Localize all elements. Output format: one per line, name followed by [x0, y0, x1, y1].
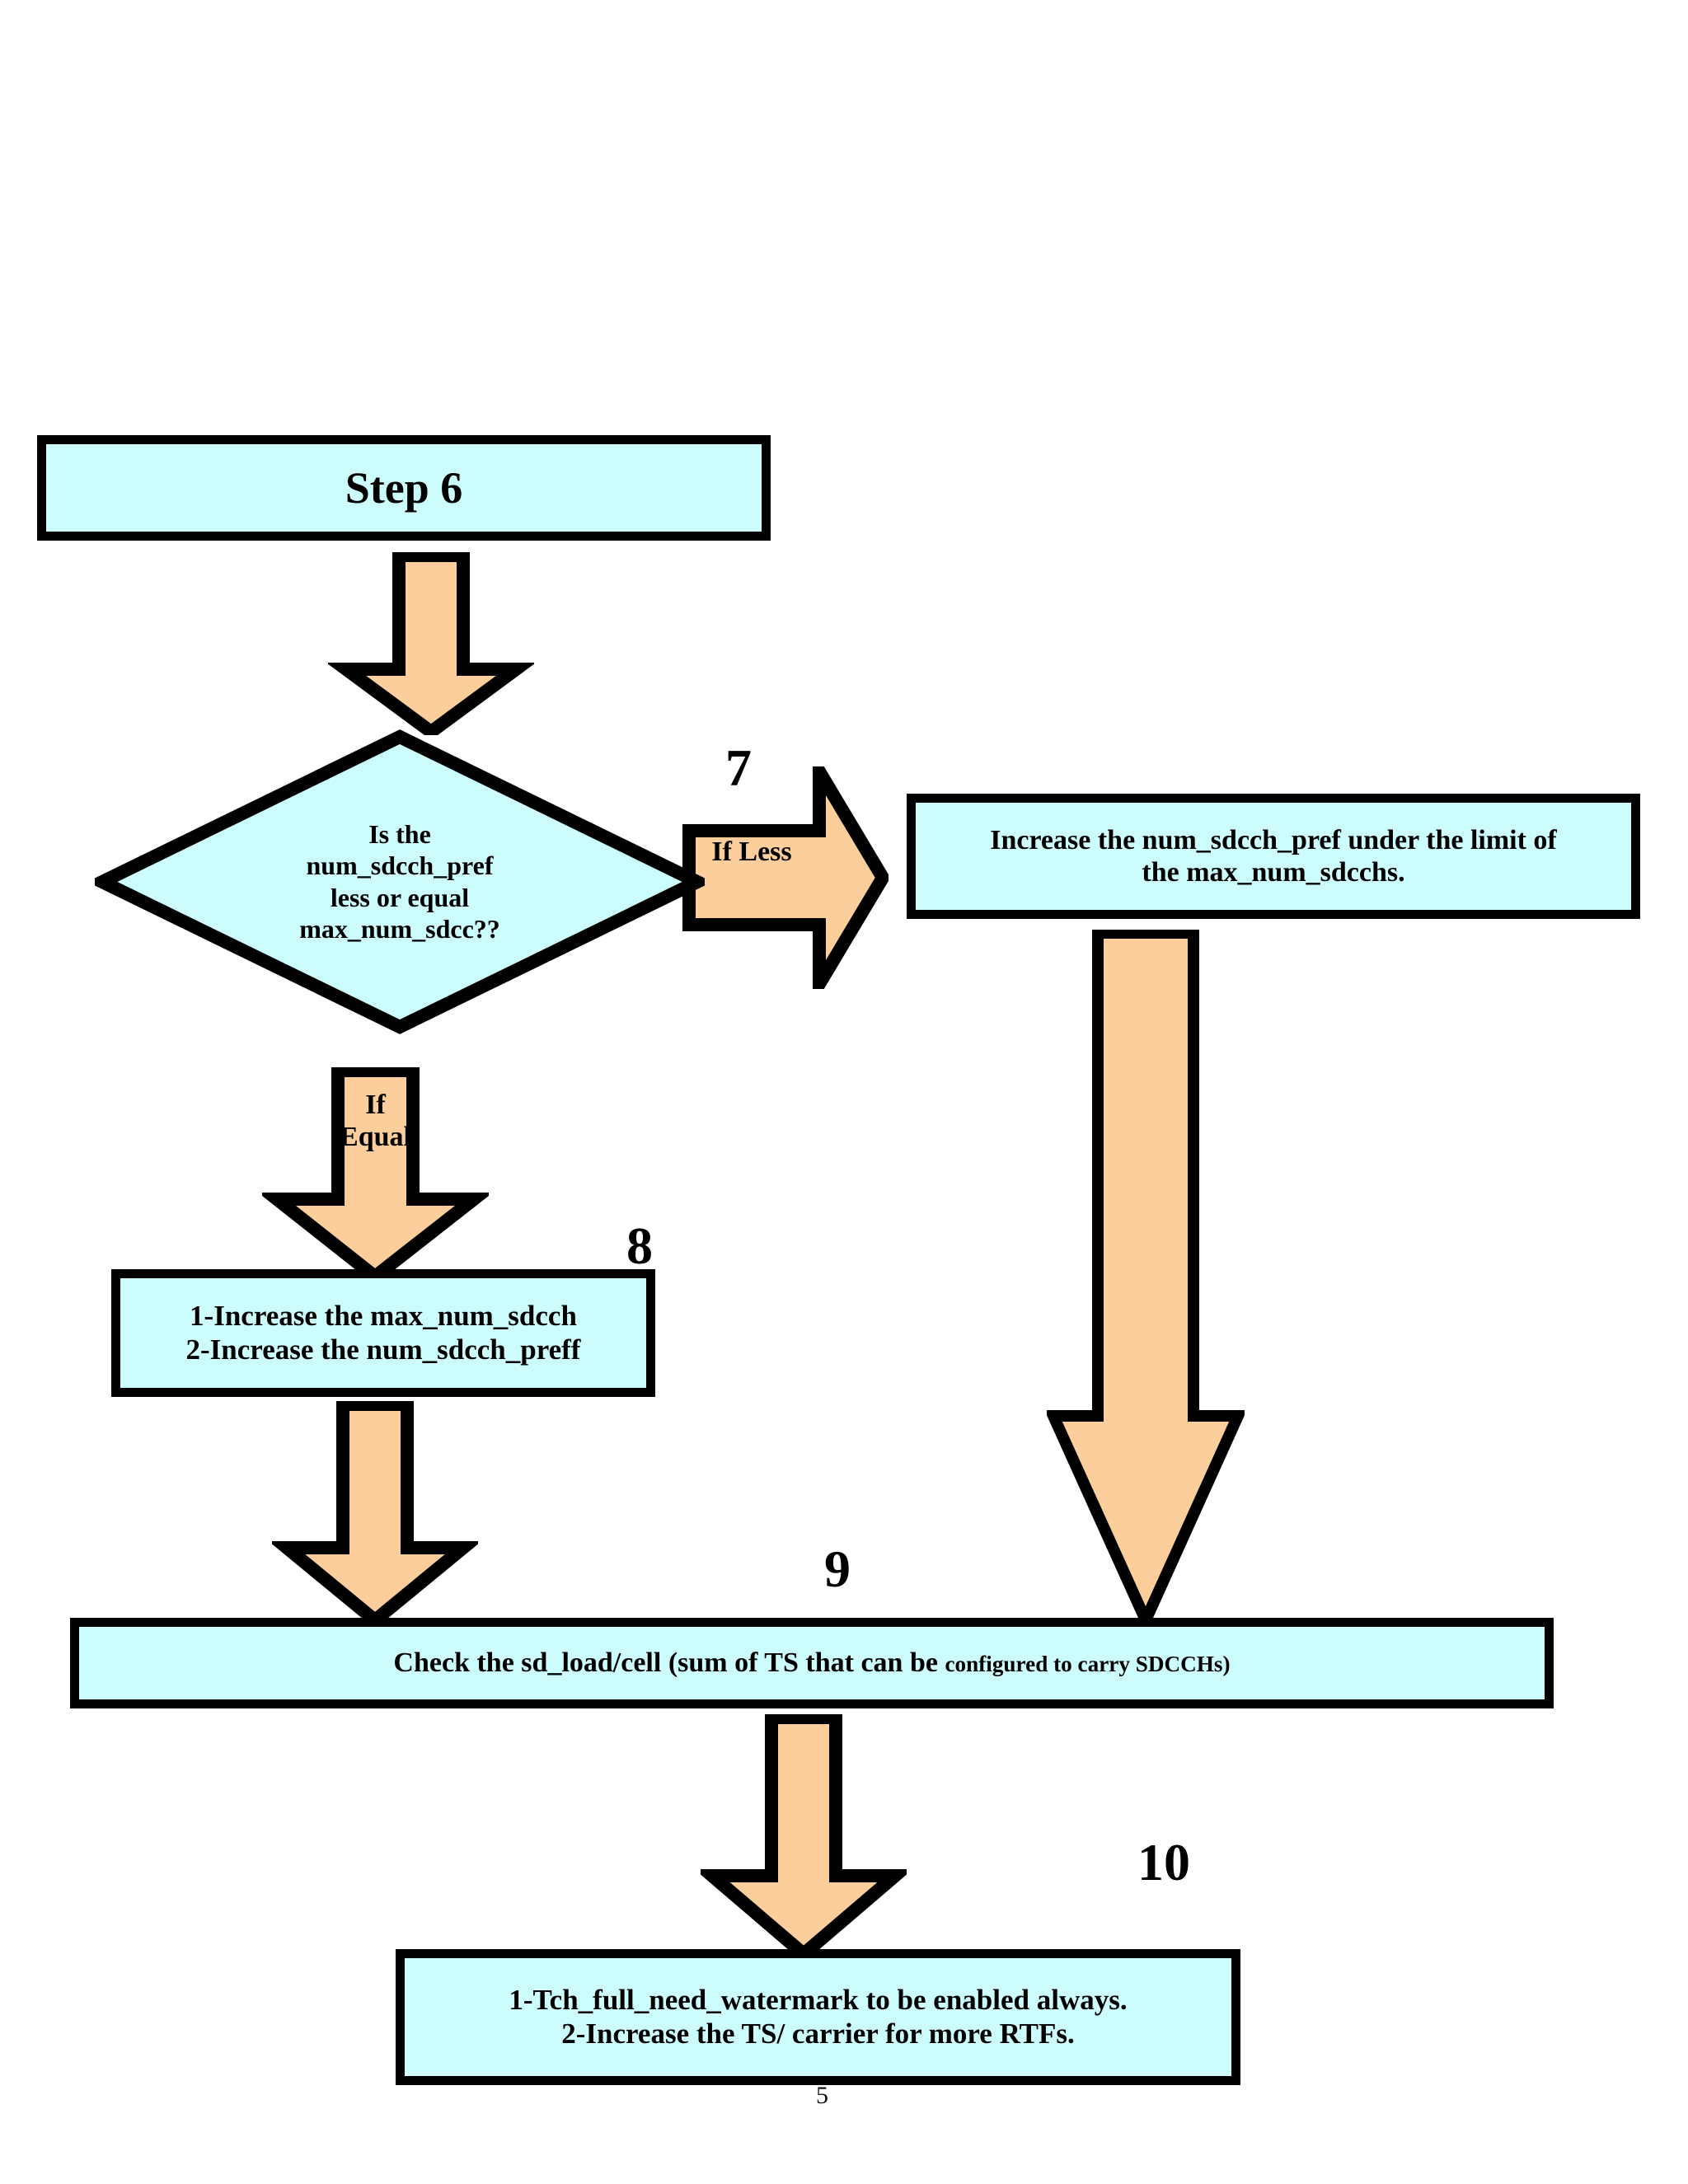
down-block-arrow-icon	[1047, 930, 1245, 1626]
node-step9[interactable]: Check the sd_load/cell (sum of TS that c…	[70, 1618, 1554, 1708]
node-step7[interactable]: Increase the num_sdcch_pref under the li…	[907, 794, 1640, 919]
node-step7-line-1: Increase the num_sdcch_pref under the li…	[990, 824, 1557, 855]
down-block-arrow-icon	[701, 1714, 907, 1957]
node-step8-label: 1-Increase the max_num_sdcch 2-Increase …	[120, 1300, 646, 1366]
connector-if-equal: If Equal	[262, 1067, 489, 1282]
connector-step7-to-step9	[1047, 930, 1245, 1626]
node-step10-line-2: 2-Increase the TS/ carrier for more RTFs…	[561, 2017, 1075, 2050]
step-number-7: 7	[725, 738, 752, 797]
node-decision[interactable]: Is the num_sdcch_pref less or equal max_…	[95, 729, 705, 1034]
connector-if-less: If Less	[682, 766, 889, 989]
right-block-arrow-icon	[682, 766, 889, 989]
node-step10-line-1: 1-Tch_full_need_watermark to be enabled …	[509, 1984, 1128, 2017]
down-block-arrow-icon	[262, 1067, 489, 1282]
node-step9-label: Check the sd_load/cell (sum of TS that c…	[79, 1647, 1545, 1679]
step-number-9: 9	[824, 1540, 851, 1598]
connector-step8-to-step9	[272, 1401, 478, 1624]
node-step9-text-large: Check the sd_load/cell (sum of TS that c…	[393, 1647, 945, 1679]
node-step8-line-2: 2-Increase the num_sdcch_preff	[185, 1333, 581, 1366]
node-step9-text-small: configured to carry SDCCHs)	[945, 1652, 1231, 1677]
page-number: 5	[816, 2082, 828, 2109]
node-step10[interactable]: 1-Tch_full_need_watermark to be enabled …	[396, 1949, 1240, 2085]
node-step8-line-1: 1-Increase the max_num_sdcch	[190, 1300, 577, 1333]
down-block-arrow-icon	[272, 1401, 478, 1624]
node-step10-label: 1-Tch_full_need_watermark to be enabled …	[405, 1984, 1231, 2050]
node-step7-line-2: the max_num_sdcchs.	[1142, 857, 1405, 888]
connector-step6-to-decision	[328, 552, 534, 735]
step-number-10: 10	[1137, 1833, 1190, 1891]
node-step6[interactable]: Step 6	[37, 435, 771, 541]
decision-diamond-icon	[95, 729, 705, 1034]
step-number-8: 8	[626, 1216, 653, 1275]
node-step8[interactable]: 1-Increase the max_num_sdcch 2-Increase …	[111, 1269, 655, 1397]
down-block-arrow-icon	[328, 552, 534, 735]
node-step7-label: Increase the num_sdcch_pref under the li…	[916, 824, 1631, 888]
connector-step9-to-step10	[701, 1714, 907, 1957]
node-step6-label: Step 6	[345, 462, 463, 513]
